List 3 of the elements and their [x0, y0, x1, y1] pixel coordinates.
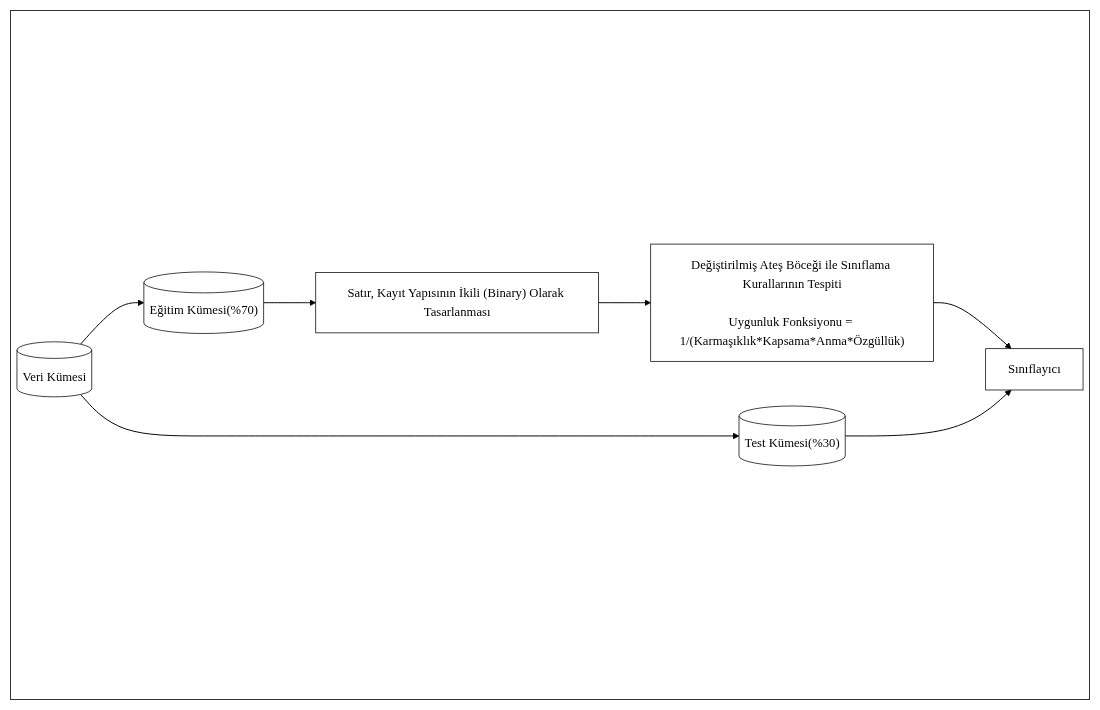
node-box: Satır, Kayıt Yapısının İkili (Binary) Olarak Tasarlanması	[315, 272, 599, 334]
node-box: Sınıflayıcı	[985, 348, 1084, 391]
node-box: Değiştirilmiş Ateş Böceği ile Sınıflama Kurallarının Tespiti Uygunluk Fonksiyonu = 1/(Karmaşıklık*Kapsama*Anma*Özgüllük)	[650, 243, 934, 362]
